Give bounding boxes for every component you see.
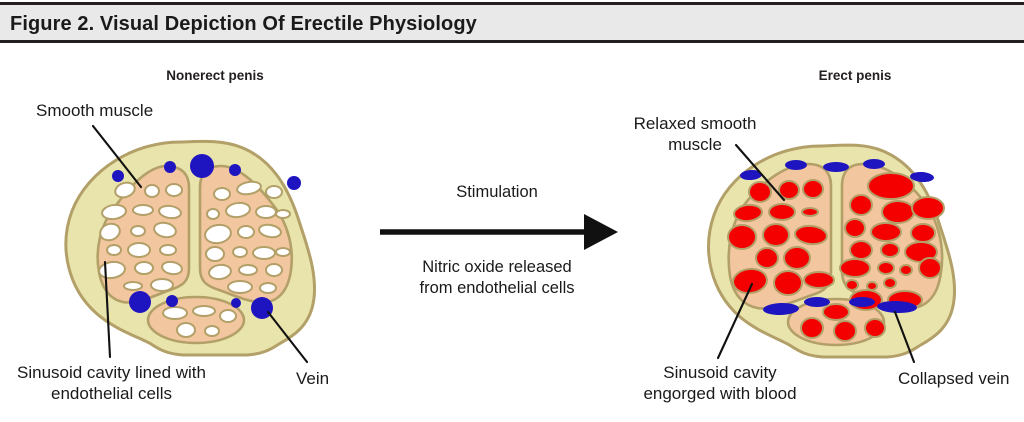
arrow-label-stimulation: Stimulation (456, 183, 538, 201)
sinusoids-empty-right (204, 180, 291, 294)
leader-smooth-muscle (91, 124, 143, 189)
page-title: Figure 2. Visual Depiction Of Erectile P… (10, 13, 477, 35)
leader-lines-erect (716, 143, 916, 364)
veins-open-nonerect (112, 154, 301, 319)
leader-vein (266, 310, 309, 364)
label-sinusoid-engorged: Sinusoid cavity engorged with blood (643, 363, 797, 404)
veins-collapsed-erect (740, 159, 934, 316)
label-relaxed-smooth-muscle: Relaxed smooth muscle (633, 114, 757, 155)
arrow-label-nitric-oxide: Nitric oxide released from endothelial c… (419, 258, 575, 298)
diagram-nonerect (64, 124, 317, 364)
leader-collapsed-vein (893, 310, 916, 364)
leader-lines-nonerect (91, 124, 309, 364)
leader-relaxed-smooth-muscle (734, 143, 786, 202)
leader-sinusoid-engorged (716, 282, 754, 360)
sinusoids-empty-spongiosum (162, 305, 237, 338)
figure-title-bar: Figure 2. Visual Depiction Of Erectile P… (0, 2, 1024, 43)
leader-sinusoid-cavity (103, 260, 112, 359)
label-smooth-muscle: Smooth muscle (36, 101, 154, 120)
label-collapsed-vein: Collapsed vein (898, 369, 1010, 388)
diagram-erect (707, 143, 957, 364)
panel-caption-erect: Erect penis (818, 68, 892, 83)
sinusoids-engorged-spongiosum (800, 303, 886, 342)
label-vein: Vein (296, 369, 330, 388)
sinusoids-engorged-left (727, 179, 835, 296)
sinusoids-empty-left (98, 181, 183, 292)
panel-caption-nonerect: Nonerect penis (166, 68, 264, 83)
label-sinusoid-cavity: Sinusoid cavity lined with endothelial c… (17, 363, 206, 404)
stimulation-arrow (380, 214, 618, 250)
